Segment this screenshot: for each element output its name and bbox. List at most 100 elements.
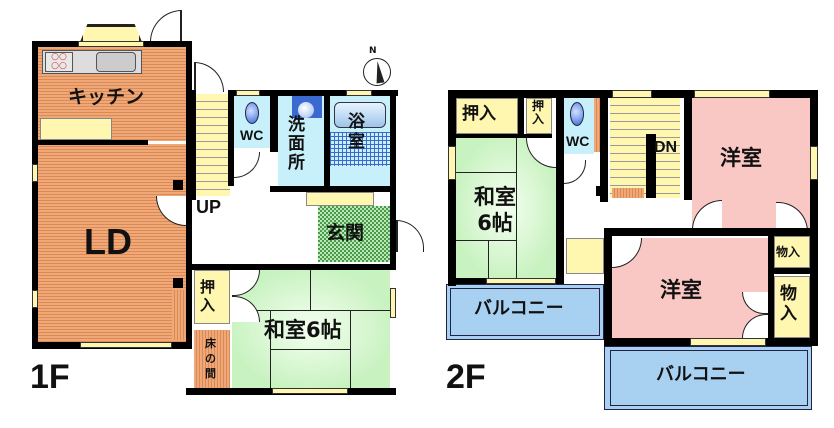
wall [270, 92, 278, 152]
stairs-label-dn: DN [654, 139, 678, 156]
wall [600, 98, 608, 202]
bath-floor-tile [330, 132, 390, 166]
window [236, 90, 260, 96]
window [612, 90, 652, 98]
toilet-icon [245, 102, 259, 124]
balcony-rail [450, 288, 600, 336]
label-line: 浴 [348, 112, 365, 132]
window [32, 164, 38, 182]
window [78, 41, 144, 47]
floor-label-1f: 1F [30, 358, 70, 396]
wall [32, 41, 38, 349]
room-label-washroom: 洗 面 所 [288, 116, 305, 173]
wall [518, 98, 524, 134]
tokonoma [194, 330, 230, 388]
label-line: 入 [780, 304, 797, 324]
label-line: 間 [205, 367, 216, 380]
stairs-label-up: UP [196, 197, 222, 217]
stove-icon: ○○○○ [45, 52, 73, 72]
closet-2f-small [526, 98, 552, 134]
compass-label-n: N [369, 46, 377, 56]
door-swing [150, 10, 182, 42]
wall [774, 268, 812, 274]
kitchen-cabinet [40, 118, 112, 140]
door-swing [194, 62, 224, 92]
window [346, 90, 372, 96]
wall [684, 98, 692, 200]
door-swing [234, 152, 260, 178]
window [690, 338, 766, 346]
room-ld [38, 144, 186, 342]
tatami-line [232, 310, 390, 311]
window [486, 278, 556, 284]
shoe-cabinet [306, 192, 374, 206]
wall [228, 90, 234, 186]
label-line: 物 [780, 284, 797, 304]
wall [448, 90, 456, 286]
window [272, 388, 348, 394]
room-label-ld: LD [84, 221, 132, 262]
balcony-1 [446, 284, 604, 340]
room-label-wc-2f: WC [566, 133, 590, 149]
wall [768, 236, 774, 340]
wall [270, 186, 396, 192]
closet-2f-large [456, 98, 518, 134]
window [694, 90, 770, 98]
room-japanese-1f [232, 270, 390, 388]
label-line: 入 [200, 296, 216, 314]
room-label-closet-2f-small: 押 入 [532, 100, 544, 126]
wall [556, 98, 564, 284]
stair-bottom [612, 188, 644, 198]
ld-storage [172, 290, 186, 340]
tatami-line [310, 270, 311, 310]
balcony-rail [610, 350, 808, 406]
wall [186, 264, 396, 270]
tatami-line [488, 240, 489, 278]
room-label-closet-2f-large: 押入 [462, 104, 496, 124]
compass-icon [363, 58, 391, 86]
room-label-wc-1f: WC [240, 127, 264, 143]
hall-storage [566, 238, 604, 274]
room-label-japanese-1f: 和室6帖 [264, 318, 342, 342]
room-label-western-1: 洋室 [720, 146, 762, 170]
room-label-entrance: 玄関 [326, 222, 365, 244]
label-line: 所 [288, 153, 305, 173]
wall [190, 90, 196, 200]
room-label-storage-2: 物 入 [780, 284, 797, 324]
front-door-swing [396, 220, 424, 252]
label-line: 面 [288, 134, 305, 154]
label-line: 押 [532, 99, 545, 113]
room-label-balcony-1: バルコニー [474, 298, 564, 319]
wall [810, 90, 818, 344]
wc-shelf [594, 98, 600, 152]
label-line: 床 [205, 337, 216, 350]
label-line: の [205, 352, 216, 365]
stairs-1f [194, 94, 230, 196]
tatami-line [270, 349, 350, 350]
room-label-storage-1: 物入 [776, 245, 801, 259]
closet-1f [194, 270, 230, 324]
tatami-line [350, 310, 351, 388]
wall [604, 228, 612, 346]
room-entrance [318, 206, 390, 262]
door-swing [564, 160, 586, 184]
room-label-closet-1f: 押 入 [200, 278, 215, 314]
stair-landing [646, 134, 656, 198]
label-line: 洗 [288, 115, 305, 135]
stairs-2f [610, 98, 680, 198]
label-line: 室 [348, 132, 365, 152]
room-label-japanese-2f: 和室 6帖 [474, 184, 516, 236]
room-label-balcony-2: バルコニー [656, 364, 746, 385]
storage-2 [774, 276, 810, 338]
storage-1 [774, 236, 810, 268]
wall [186, 41, 192, 349]
panel-icon [173, 278, 183, 288]
label-line: 入 [532, 112, 545, 126]
sink-icon [96, 52, 136, 72]
wall [390, 90, 396, 268]
window [448, 146, 456, 180]
basin-icon [298, 102, 314, 118]
floor-label-2f: 2F [446, 358, 486, 396]
window [390, 288, 396, 318]
window [80, 342, 172, 348]
